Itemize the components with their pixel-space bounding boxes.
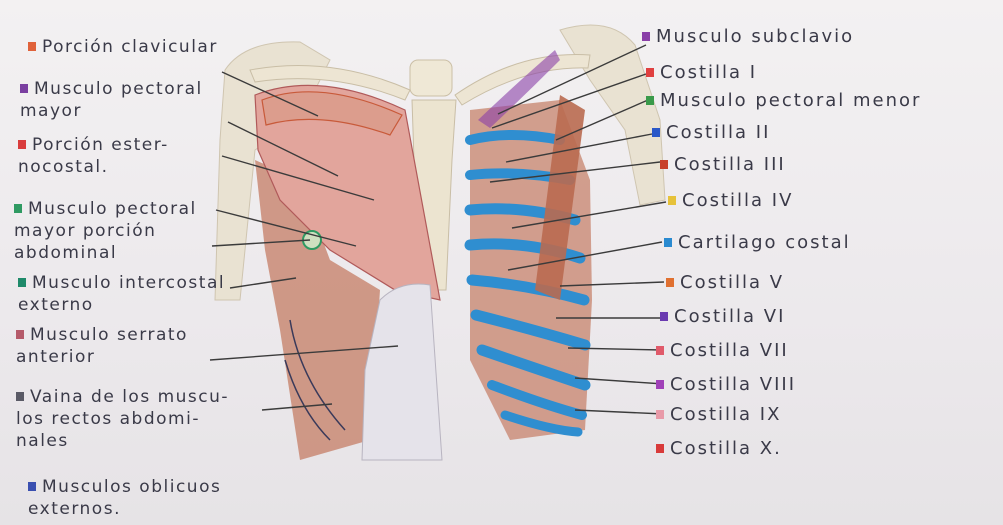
color-swatch [18,140,26,149]
label-subclavio: Musculo subclavio [642,26,854,48]
label-costilla-5: Costilla V [666,272,784,294]
label-costilla-2: Costilla II [652,122,770,144]
label-costilla-6: Costilla VI [660,306,785,328]
color-swatch [652,128,660,137]
color-swatch [664,238,672,247]
label-costilla-9: Costilla IX [656,404,781,426]
color-swatch [20,84,28,93]
color-swatch [16,392,24,401]
color-swatch [656,444,664,453]
label-costilla-10: Costilla X. [656,438,782,460]
color-swatch [656,346,664,355]
color-swatch [28,42,36,51]
label-costilla-4: Costilla IV [668,190,793,212]
label-serrato-anterior: Musculo serrato anterior [16,324,188,368]
color-swatch [18,278,26,287]
label-oblicuos-externos: Musculos oblicuos externos. [28,476,221,520]
color-swatch [668,196,676,205]
label-intercostal-externo: Musculo intercostal externo [18,272,225,316]
label-costilla-1: Costilla I [646,62,757,84]
label-costilla-8: Costilla VIII [656,374,796,396]
color-swatch [660,160,668,169]
label-porcion-clavicular: Porción clavicular [28,36,218,58]
color-swatch [642,32,650,41]
color-swatch [646,96,654,105]
color-swatch [28,482,36,491]
label-porcion-esternocostal: Porción ester- nocostal. [18,134,169,178]
color-swatch [666,278,674,287]
label-cartilago-costal: Cartilago costal [664,232,851,254]
label-costilla-3: Costilla III [660,154,786,176]
label-costilla-7: Costilla VII [656,340,789,362]
color-swatch [656,380,664,389]
color-swatch [14,204,22,213]
label-vaina-rectos: Vaina de los muscu- los rectos abdomi- n… [16,386,229,452]
label-pectoral-abdominal: Musculo pectoral mayor porción abdominal [14,198,197,264]
label-pectoral-mayor: Musculo pectoral mayor [20,78,203,122]
label-pectoral-menor: Musculo pectoral menor [646,90,921,112]
color-swatch [660,312,668,321]
color-swatch [16,330,24,339]
color-swatch [656,410,664,419]
cervical-vertebra [410,60,452,96]
color-swatch [646,68,654,77]
